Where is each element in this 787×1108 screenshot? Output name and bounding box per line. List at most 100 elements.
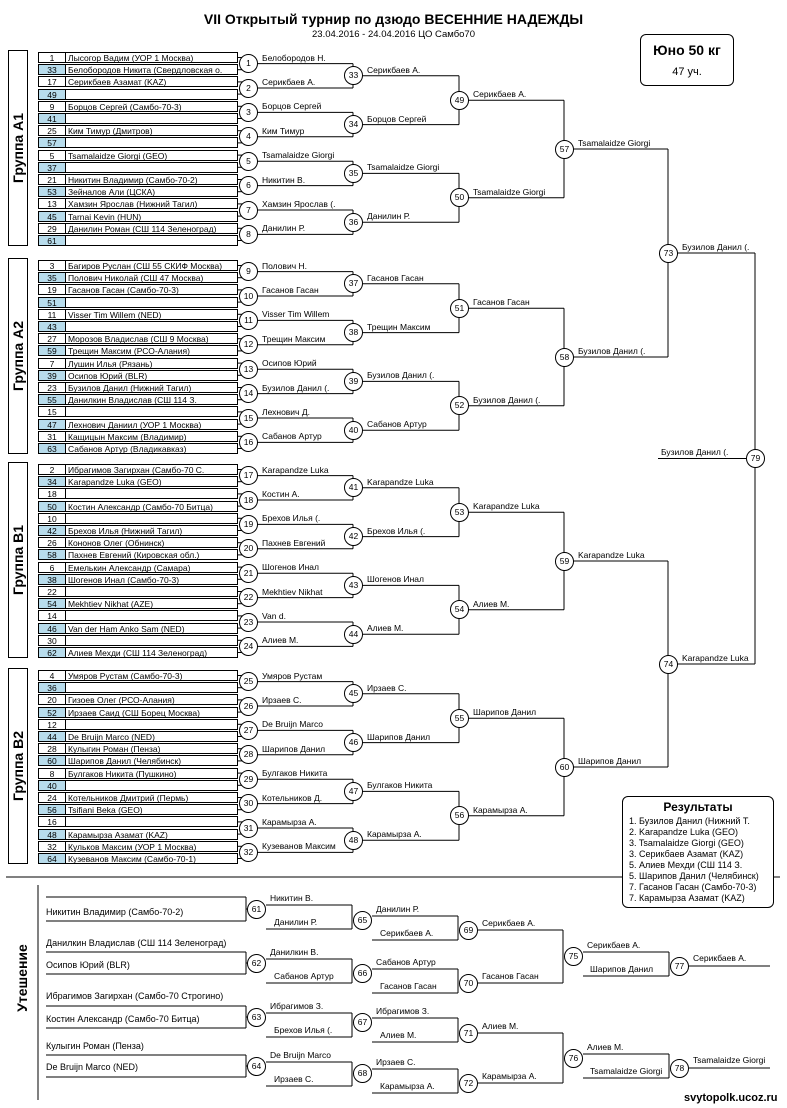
match-circle: 47 <box>344 781 363 801</box>
entry-seed: 44 <box>38 731 66 742</box>
consolation-circle: 70 <box>459 973 478 993</box>
entry-name: Карамырза Азамат (KAZ) <box>66 828 238 840</box>
winner-label: Карамырза А. <box>473 804 528 815</box>
entry-name <box>66 296 238 308</box>
group-label: Группа В2 <box>10 730 26 802</box>
entry-name: De Bruijn Marco (NED) <box>66 731 238 742</box>
entry-seed: 35 <box>38 272 66 284</box>
match-circle: 33 <box>344 66 363 86</box>
entry-seed: 41 <box>38 113 66 124</box>
entry-seed: 42 <box>38 525 66 536</box>
match-circle: 43 <box>344 575 363 595</box>
entry-name <box>66 512 238 524</box>
winner-label: Шогенов Инал <box>367 574 424 585</box>
entry-name <box>66 634 238 646</box>
entry-name: Mekhtiev Nikhat (AZE) <box>66 598 238 610</box>
entry-name <box>66 113 238 124</box>
match-circle: 42 <box>344 527 363 547</box>
consolation-opponent: Брехов Илья (. <box>274 1025 333 1035</box>
consolation-circle: 65 <box>353 910 372 930</box>
entry-name: Алиев Мехди (СШ 114 Зеленоград) <box>66 647 238 658</box>
entry-seed: 34 <box>38 476 66 488</box>
winner-label: Karapandze Luka <box>262 464 329 475</box>
entry-seed: 51 <box>38 296 66 308</box>
match-circle: 39 <box>344 371 363 391</box>
entry-name <box>66 137 238 149</box>
consolation-winner: Карамырза А. <box>482 1071 537 1081</box>
match-circle: 7 <box>239 200 258 220</box>
consolation-circle: 72 <box>459 1073 478 1093</box>
match-circle: 4 <box>239 127 258 147</box>
entry-name <box>66 682 238 694</box>
match-circle: 14 <box>239 384 258 404</box>
consolation-circle: 78 <box>670 1058 689 1078</box>
entry-name: Лысогор Вадим (УОР 1 Москва) <box>66 52 238 63</box>
entry-name: Кащицын Максим (Владимир) <box>66 430 238 442</box>
consolation-circle: 75 <box>564 946 583 966</box>
winner-label: Хамзин Ярослав (. <box>262 199 336 209</box>
winner-label: Серикбаев А. <box>367 64 421 75</box>
entry-name: Шарипов Данил (Челябинск) <box>66 755 238 767</box>
consolation-opponent: Серикбаев А. <box>380 928 434 938</box>
winner-label: Бузилов Данил (. <box>682 242 750 252</box>
watermark: svytopolk.ucoz.ru <box>684 1092 778 1104</box>
match-circle: 26 <box>239 696 258 716</box>
entry-seed: 27 <box>38 333 66 345</box>
match-circle: 60 <box>555 757 574 777</box>
winner-label: Булгаков Никита <box>367 780 433 791</box>
entry-seed: 60 <box>38 755 66 767</box>
match-circle: 9 <box>239 262 258 282</box>
entry-seed: 16 <box>38 816 66 828</box>
entry-name: Данилин Роман (СШ 114 Зеленоград) <box>66 222 238 234</box>
match-circle: 74 <box>659 654 678 674</box>
winner-label: Ирзаев С. <box>262 695 302 705</box>
entry-name <box>66 235 238 246</box>
result-item: 7. Карамырза Азамат (KAZ) <box>629 893 745 903</box>
result-item: 7. Гасанов Гасан (Самбо-70-3) <box>629 882 757 892</box>
entry-seed: 46 <box>38 622 66 634</box>
consolation-circle: 63 <box>247 1007 266 1027</box>
winner-label: Шарипов Данил <box>367 731 431 742</box>
final-circle: 79 <box>746 449 765 468</box>
match-circle: 37 <box>344 274 363 294</box>
entry-name: Лушин Илья (Рязань) <box>66 357 238 369</box>
entry-seed: 59 <box>38 345 66 357</box>
match-circle: 15 <box>239 408 258 428</box>
match-circle: 49 <box>450 90 469 110</box>
entry-seed: 20 <box>38 694 66 706</box>
winner-label: Кузеванов Максим <box>262 841 336 852</box>
match-circle: 54 <box>450 600 469 620</box>
match-circle: 8 <box>239 224 258 244</box>
match-circle: 18 <box>239 490 258 510</box>
winner-label: Бузилов Данил (. <box>367 370 435 381</box>
match-circle: 31 <box>239 818 258 838</box>
winner-label: Борцов Сергей <box>262 101 322 112</box>
entry-seed: 47 <box>38 418 66 430</box>
match-circle: 40 <box>344 420 363 440</box>
winner-label: Данилин Р. <box>262 223 306 234</box>
consolation-circle: 67 <box>353 1012 372 1032</box>
result-item: 5. Алиев Мехди (СШ 114 З. <box>629 860 743 870</box>
entry-seed: 63 <box>38 443 66 454</box>
entry-seed: 38 <box>38 573 66 585</box>
bronze-winner: Серикбаев А. <box>693 953 747 963</box>
match-circle: 27 <box>239 720 258 740</box>
entry-name: Кульков Максим (УОР 1 Москва) <box>66 840 238 852</box>
entry-seed: 36 <box>38 682 66 694</box>
winner-label: Karapandze Luka <box>473 501 540 512</box>
entry-seed: 43 <box>38 321 66 332</box>
match-circle: 17 <box>239 466 258 486</box>
participant-count: 47 уч. <box>672 66 702 78</box>
entry-seed: 31 <box>38 430 66 442</box>
match-circle: 16 <box>239 432 258 452</box>
entry-seed: 45 <box>38 210 66 222</box>
match-circle: 57 <box>555 139 574 159</box>
entry-name: Шогенов Инал (Самбо-70-3) <box>66 573 238 585</box>
winner-label: Гасанов Гасан <box>473 297 530 308</box>
entry-seed: 24 <box>38 792 66 803</box>
entry-name: Данилкин Владислав (СШ 114 З. <box>66 394 238 406</box>
consolation-label: Утешение <box>14 944 30 1012</box>
consolation-circle: 62 <box>247 953 266 973</box>
entry-seed: 3 <box>38 260 66 271</box>
results-title: Результаты <box>663 800 733 814</box>
